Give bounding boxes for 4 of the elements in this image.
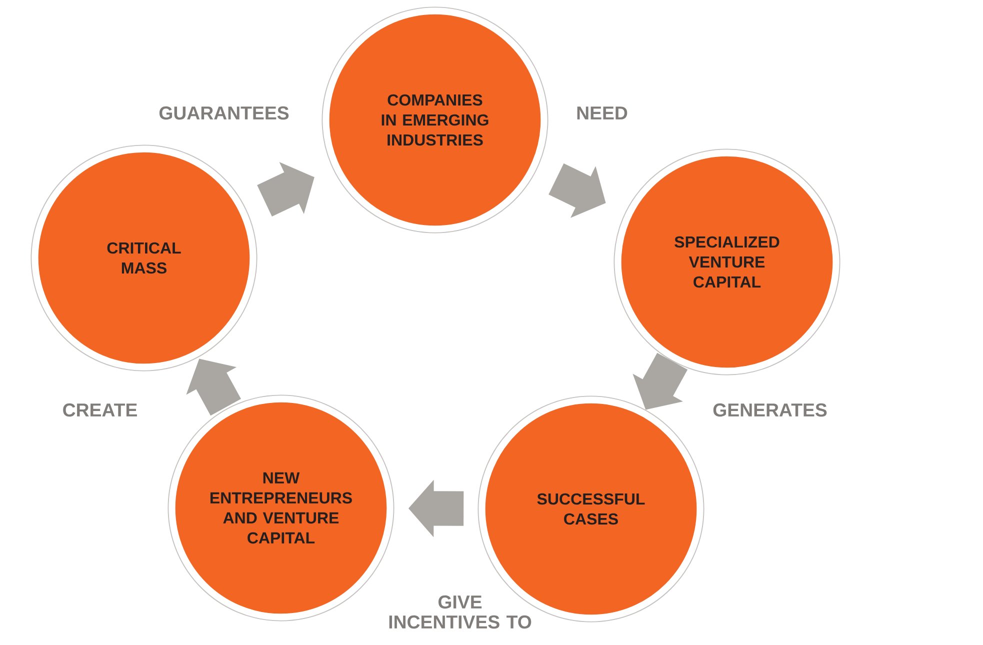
edge-label: GENERATES	[713, 403, 827, 417]
edge-label: NEED	[577, 106, 628, 120]
edge-label: CREATE	[63, 403, 137, 417]
edge-label: GUARANTEES	[159, 106, 289, 120]
